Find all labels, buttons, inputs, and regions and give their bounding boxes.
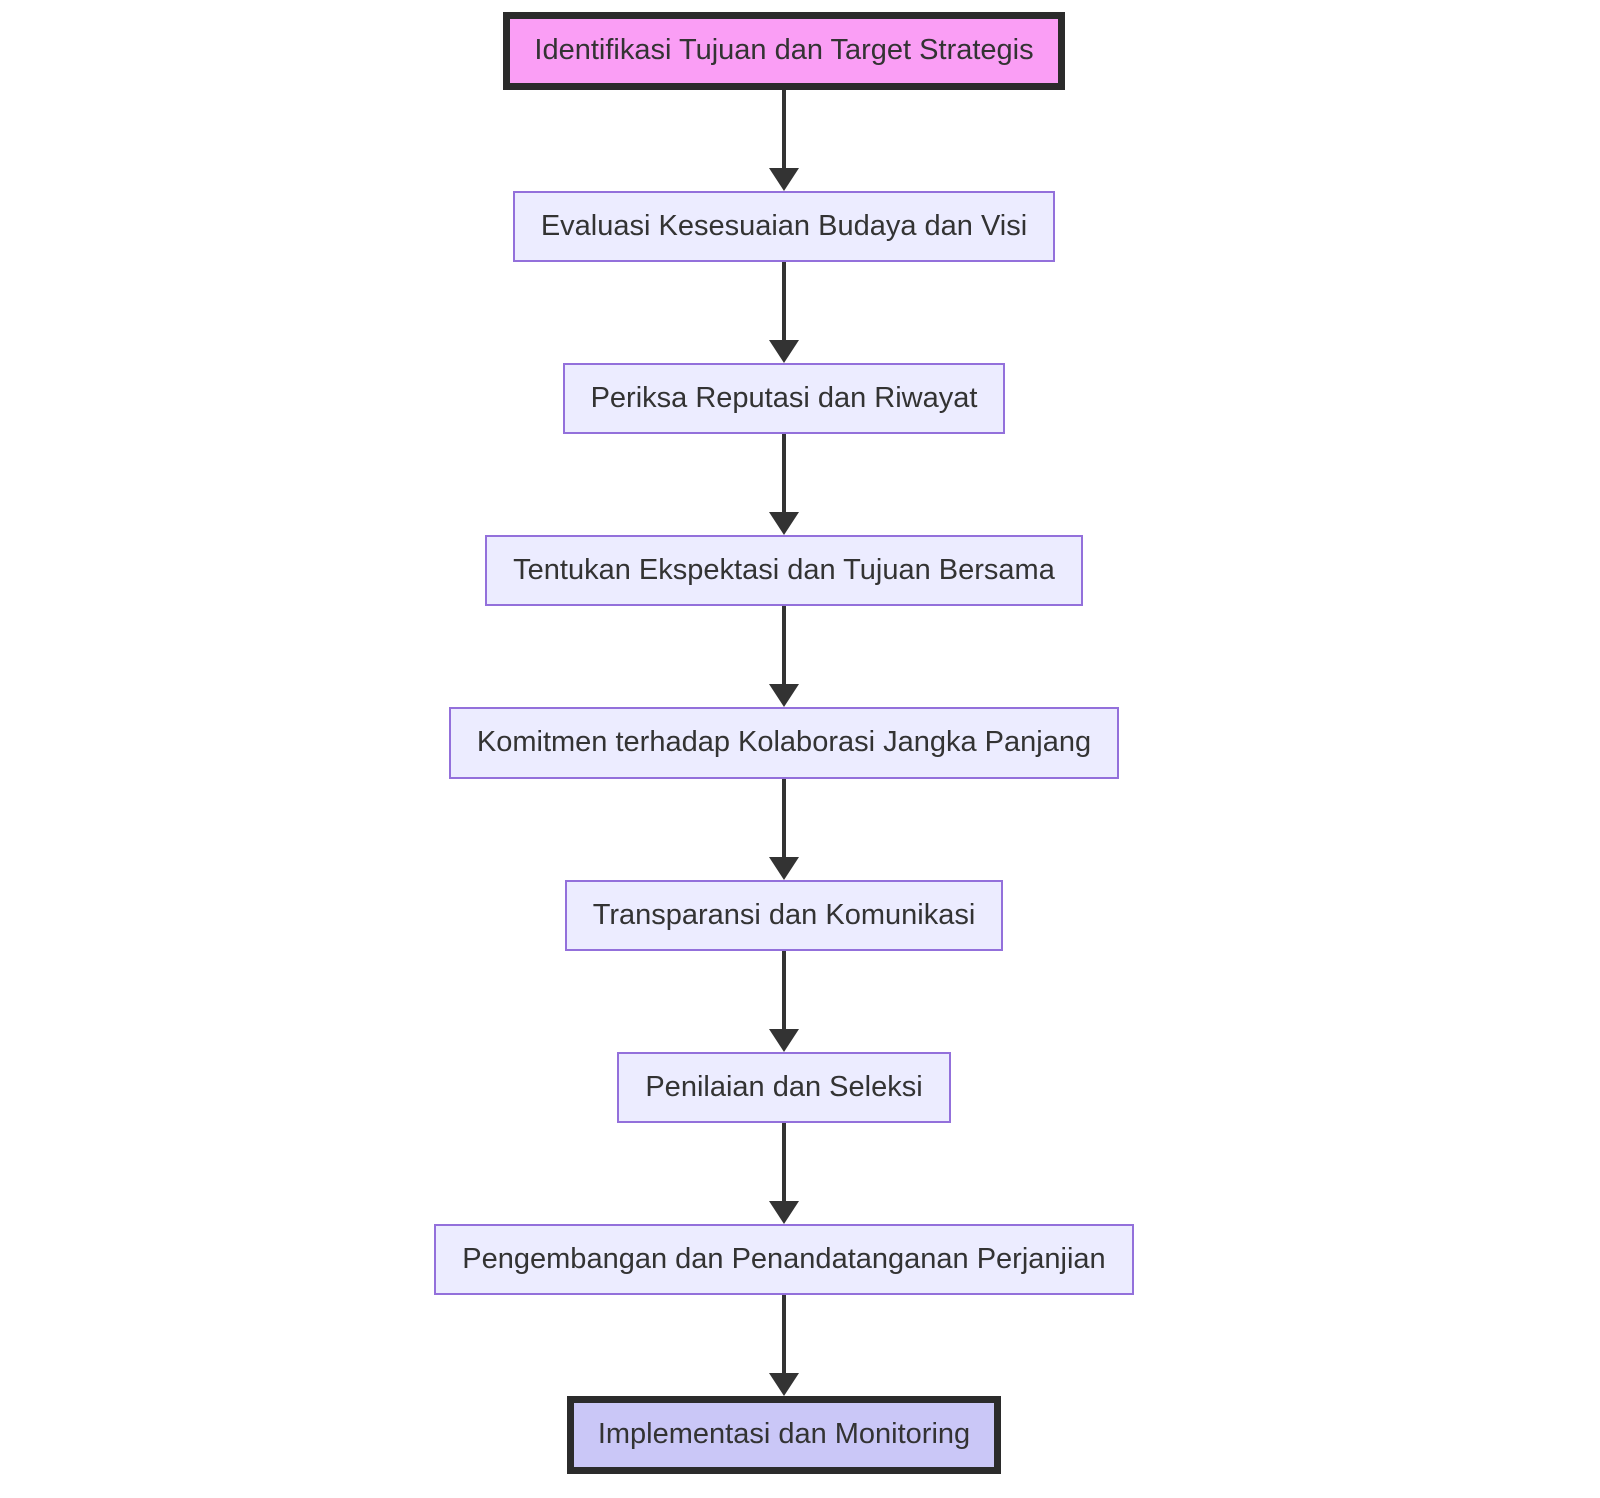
flow-arrow-4 xyxy=(769,606,799,708)
node-label: Komitmen terhadap Kolaborasi Jangka Panj… xyxy=(476,726,1092,759)
node-penilaian-dan-seleksi: Penilaian dan Seleksi xyxy=(617,1051,951,1123)
node-implementasi-dan-monitoring: Implementasi dan Monitoring xyxy=(566,1395,1002,1474)
arrow-shaft xyxy=(781,262,787,342)
node-label: Evaluasi Kesesuaian Budaya dan Visi xyxy=(540,210,1028,242)
flow-arrow-6 xyxy=(769,950,799,1052)
arrow-shaft xyxy=(781,1122,787,1202)
arrow-shaft xyxy=(781,434,787,514)
node-tentukan-ekspektasi-dan-tujuan-bersama: Tentukan Ekspektasi dan Tujuan Bersama xyxy=(485,535,1083,607)
node-label: Periksa Reputasi dan Riwayat xyxy=(590,382,978,415)
arrow-shaft xyxy=(781,1294,787,1374)
arrow-head-icon xyxy=(769,512,799,536)
arrow-head-icon xyxy=(769,1200,799,1224)
node-identifikasi-tujuan-dan-target-strategis: Identifikasi Tujuan dan Target Strategis xyxy=(503,12,1065,90)
node-label: Pengembangan dan Penandatanganan Perjanj… xyxy=(462,1242,1106,1275)
node-label: Tentukan Ekspektasi dan Tujuan Bersama xyxy=(513,554,1055,587)
arrow-head-icon xyxy=(769,684,799,708)
arrow-shaft xyxy=(781,778,787,858)
flowchart-column: Identifikasi Tujuan dan Target Strategis… xyxy=(434,12,1134,1474)
flow-arrow-5 xyxy=(769,778,799,880)
flow-arrow-7 xyxy=(769,1122,799,1224)
node-pengembangan-dan-penandatanganan-perjanjian: Pengembangan dan Penandatanganan Perjanj… xyxy=(434,1223,1134,1295)
arrow-shaft xyxy=(781,950,787,1030)
node-label: Transparansi dan Komunikasi xyxy=(592,898,976,931)
arrow-shaft xyxy=(781,606,787,686)
flow-arrow-8 xyxy=(769,1294,799,1396)
arrow-shaft xyxy=(781,90,787,169)
arrow-head-icon xyxy=(769,856,799,880)
arrow-head-icon xyxy=(769,168,799,191)
flow-arrow-2 xyxy=(769,262,799,364)
arrow-head-icon xyxy=(769,340,799,364)
node-periksa-reputasi-dan-riwayat: Periksa Reputasi dan Riwayat xyxy=(562,363,1006,435)
node-label: Implementasi dan Monitoring xyxy=(597,1418,971,1451)
flow-arrow-1 xyxy=(769,90,799,191)
node-transparansi-dan-komunikasi: Transparansi dan Komunikasi xyxy=(564,879,1004,951)
arrow-head-icon xyxy=(769,1372,799,1396)
flow-arrow-3 xyxy=(769,434,799,536)
node-label: Penilaian dan Seleksi xyxy=(645,1070,923,1103)
arrow-head-icon xyxy=(769,1028,799,1052)
node-evaluasi-kesesuaian-budaya-dan-visi: Evaluasi Kesesuaian Budaya dan Visi xyxy=(512,191,1056,263)
node-komitmen-terhadap-kolaborasi-jangka-panjang: Komitmen terhadap Kolaborasi Jangka Panj… xyxy=(448,707,1120,779)
node-label: Identifikasi Tujuan dan Target Strategis xyxy=(534,34,1034,67)
